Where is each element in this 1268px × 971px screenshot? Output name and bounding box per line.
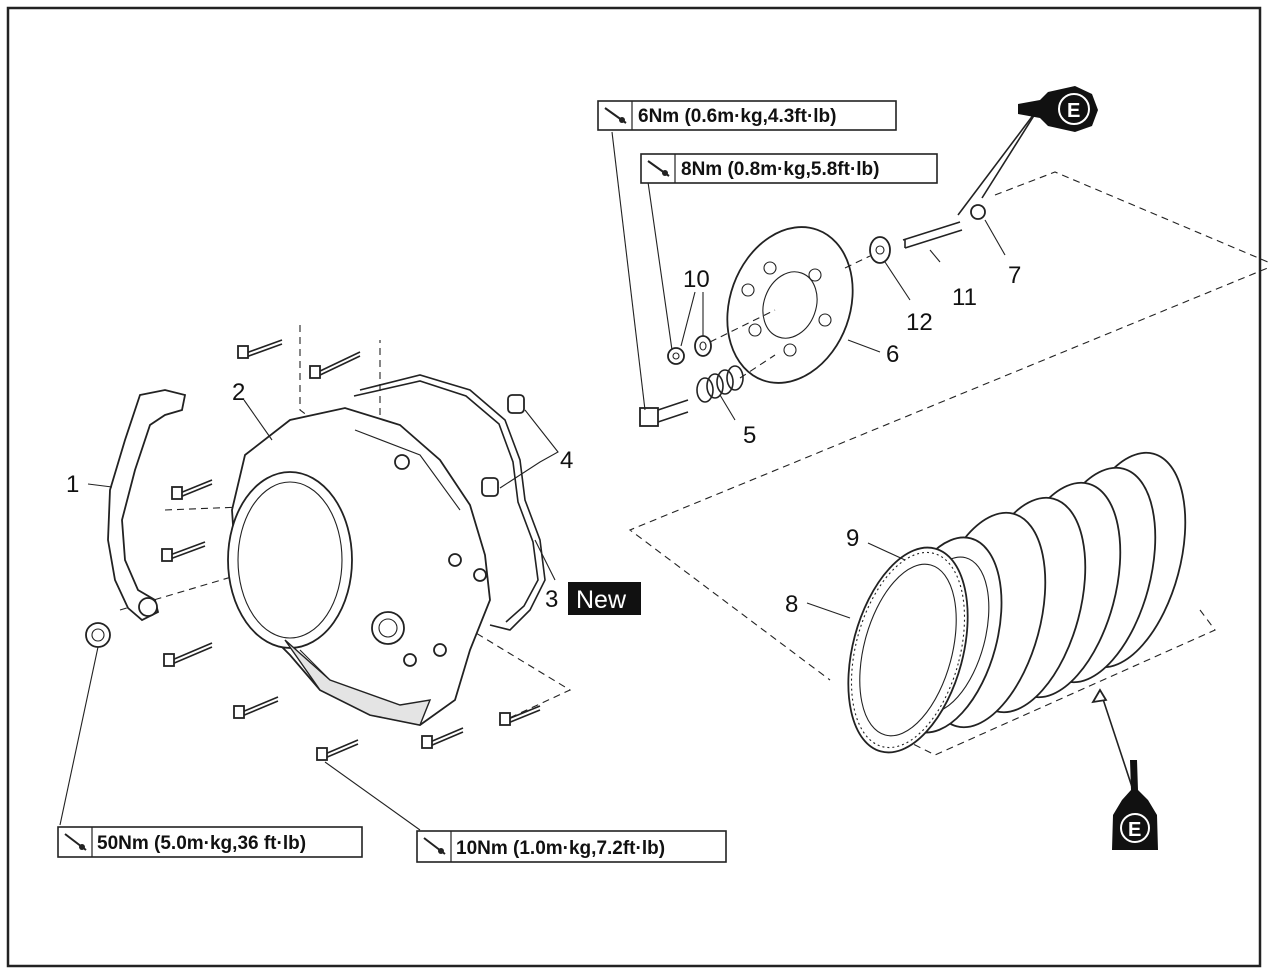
callout-2: 2 bbox=[232, 379, 245, 406]
cover-bolts bbox=[161, 339, 541, 761]
callout-10: 10 bbox=[683, 266, 710, 293]
washer-small bbox=[667, 347, 685, 365]
diagram-border bbox=[6, 6, 1262, 968]
svg-text:6Nm (0.6m·kg,4.3ft·lb): 6Nm (0.6m·kg,4.3ft·lb) bbox=[638, 106, 836, 127]
torque-wrench-icon bbox=[604, 107, 627, 124]
callout-11: 11 bbox=[952, 284, 977, 311]
new-badge-label: New bbox=[576, 586, 627, 614]
locknut bbox=[869, 236, 891, 264]
push-rod bbox=[902, 221, 963, 249]
callout-8: 8 bbox=[785, 591, 798, 618]
cover-filler-cap bbox=[371, 611, 405, 645]
callout-6: 6 bbox=[886, 341, 899, 368]
cover-round-face bbox=[227, 471, 353, 649]
ball bbox=[970, 204, 986, 220]
torque-spec-10nm: 10Nm (1.0m·kg,7.2ft·lb) bbox=[416, 830, 727, 863]
pressure-plate-bolt bbox=[639, 399, 689, 427]
svg-text:50Nm (5.0m·kg,36 ft·lb): 50Nm (5.0m·kg,36 ft·lb) bbox=[97, 833, 306, 854]
dowel-pin-upper bbox=[507, 394, 525, 414]
torque-spec-50nm: 50Nm (5.0m·kg,36 ft·lb) bbox=[57, 826, 363, 858]
callout-4: 4 bbox=[560, 447, 573, 474]
clutch-plate-stack bbox=[923, 451, 1187, 729]
engine-oil-can-icon: E bbox=[1018, 86, 1098, 132]
torque-wrench-icon bbox=[64, 833, 87, 851]
dowel-pin-lower bbox=[481, 477, 499, 497]
torque-wrench-icon bbox=[647, 160, 670, 177]
torque-wrench-icon bbox=[423, 837, 446, 855]
clutch-spring bbox=[696, 365, 744, 403]
torque-spec-8nm: 8Nm (0.8m·kg,5.8ft·lb) bbox=[640, 153, 938, 184]
callout-7: 7 bbox=[1008, 262, 1021, 289]
callout-12: 12 bbox=[906, 309, 933, 336]
engine-oil-can-icon: E bbox=[1112, 760, 1158, 850]
clutch-lever bbox=[107, 389, 187, 622]
washer-large bbox=[694, 335, 712, 357]
friction-plate bbox=[847, 546, 969, 754]
callout-9: 9 bbox=[846, 525, 859, 552]
callout-1: 1 bbox=[66, 471, 79, 498]
svg-text:E: E bbox=[1067, 100, 1080, 122]
svg-text:8Nm (0.8m·kg,5.8ft·lb): 8Nm (0.8m·kg,5.8ft·lb) bbox=[681, 159, 879, 180]
new-badge bbox=[568, 582, 641, 615]
torque-spec-6nm: 6Nm (0.6m·kg,4.3ft·lb) bbox=[597, 100, 897, 131]
clutch-assembly-outline bbox=[628, 171, 1268, 681]
svg-text:10Nm (1.0m·kg,7.2ft·lb): 10Nm (1.0m·kg,7.2ft·lb) bbox=[456, 838, 665, 859]
callout-5: 5 bbox=[743, 422, 756, 449]
gasket bbox=[359, 374, 546, 631]
lever-nut bbox=[85, 622, 111, 648]
pressure-plate bbox=[726, 226, 854, 384]
callout-3: 3 bbox=[545, 586, 558, 613]
svg-text:E: E bbox=[1128, 819, 1141, 841]
